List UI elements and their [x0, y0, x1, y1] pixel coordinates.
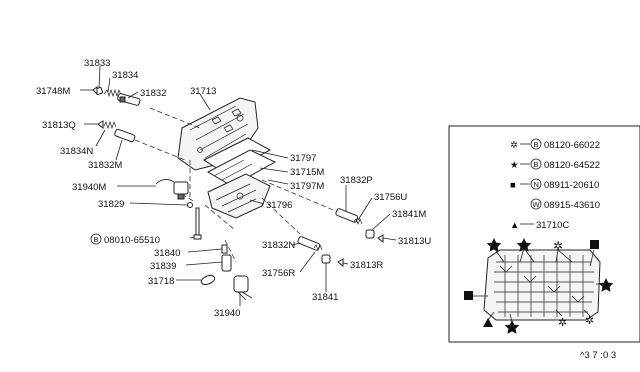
legend-row-3-code: 08911-20610	[544, 180, 599, 191]
part-31813U	[377, 234, 384, 244]
leader-lines	[80, 65, 397, 306]
part-31756R	[313, 244, 323, 251]
legend-box: ✲ B 08120-66022 ★ B 08120-64522 ■ N 0891…	[448, 125, 640, 343]
label-31841: 31841	[312, 292, 338, 303]
part-labels: 31833 31834 31748M 31832 31713 31813Q 31…	[36, 58, 431, 319]
part-31832-valve	[117, 93, 141, 106]
triangle-icon	[483, 318, 493, 327]
label-31756R: 31756R	[262, 268, 295, 279]
label-31797M: 31797M	[290, 181, 324, 192]
label-31840: 31840	[154, 248, 180, 259]
part-31813Q	[97, 120, 104, 130]
label-31834: 31834	[112, 70, 138, 81]
label-31839: 31839	[150, 261, 176, 272]
label-31829: 31829	[98, 199, 124, 210]
part-31756U	[353, 218, 363, 225]
label-31756U: 31756U	[374, 192, 407, 203]
asterisk-icon: ✲	[585, 314, 594, 327]
asterisk-icon: ✲	[553, 239, 563, 253]
part-31718	[200, 275, 216, 285]
legend-row-5-code: 31710C	[536, 220, 569, 231]
part-31832P-valve	[335, 208, 359, 223]
label-31832N: 31832N	[262, 240, 295, 251]
part-31841	[321, 254, 331, 264]
part-31832M-valve	[114, 128, 136, 143]
valve-body-assembly	[177, 97, 259, 171]
part-31829	[187, 202, 193, 208]
label-31713: 31713	[190, 86, 216, 97]
label-31841M: 31841M	[392, 209, 426, 220]
label-08010-65510: 08010-65510	[104, 235, 160, 246]
part-31940-solenoid	[233, 275, 253, 301]
label-31718: 31718	[148, 276, 174, 287]
legend-row-4-code: 08915-43610	[544, 200, 600, 211]
part-31813R	[337, 258, 344, 268]
part-31839	[221, 254, 232, 272]
star-icon	[486, 238, 502, 252]
star-icon	[516, 238, 532, 252]
circled-b-08010-letter: B	[94, 235, 99, 244]
diagram-footer-code: ^3 7 :0 3	[580, 350, 616, 361]
legend-row-2-code: 08120-64522	[544, 160, 600, 171]
part-31841M	[365, 229, 375, 239]
label-31813R: 31813R	[350, 260, 383, 271]
label-31813Q: 31813Q	[42, 120, 76, 131]
part-31834N-spring	[103, 120, 117, 130]
mini-symbols: ✲ ✲ ✲	[464, 238, 614, 334]
star-icon	[504, 320, 520, 334]
label-31940: 31940	[214, 308, 240, 319]
square-icon	[464, 291, 473, 300]
legend-row-5-symbol: ▲	[510, 220, 519, 231]
label-31715M: 31715M	[290, 167, 324, 178]
label-31796: 31796	[266, 200, 292, 211]
part-31940M-solenoid	[155, 179, 189, 200]
label-31834N: 31834N	[60, 146, 93, 157]
legend-row-3-prefix: N	[534, 180, 539, 189]
square-icon	[590, 240, 599, 249]
legend-row-4-prefix: W	[533, 200, 541, 209]
separator-plate	[202, 137, 277, 187]
label-31748M: 31748M	[36, 86, 70, 97]
circled-b-08010	[90, 233, 102, 245]
legend-row-1-prefix: B	[534, 140, 539, 149]
legend-row-2-symbol: ★	[510, 160, 519, 171]
part-08010-65510-bolt	[193, 207, 202, 240]
label-31832M: 31832M	[88, 160, 122, 171]
part-31832N-valve	[297, 236, 321, 251]
label-31813U: 31813U	[398, 236, 431, 247]
label-31832: 31832	[140, 88, 166, 99]
label-31833: 31833	[84, 58, 110, 69]
star-icon	[598, 278, 614, 292]
part-31840	[221, 244, 228, 254]
part-31834-spring	[103, 88, 122, 98]
legend-row-2-prefix: B	[534, 160, 539, 169]
label-31832P: 31832P	[340, 175, 373, 186]
part-31748M	[92, 86, 98, 96]
legend-row-1-code: 08120-66022	[544, 140, 600, 151]
legend-row-3-symbol: ■	[510, 180, 516, 191]
label-31940M: 31940M	[72, 182, 106, 193]
label-31797: 31797	[290, 153, 316, 164]
legend-row-1-symbol: ✲	[510, 140, 518, 151]
lower-valve-body	[207, 173, 271, 219]
mini-valve-body	[472, 247, 602, 323]
asterisk-icon: ✲	[558, 316, 567, 329]
